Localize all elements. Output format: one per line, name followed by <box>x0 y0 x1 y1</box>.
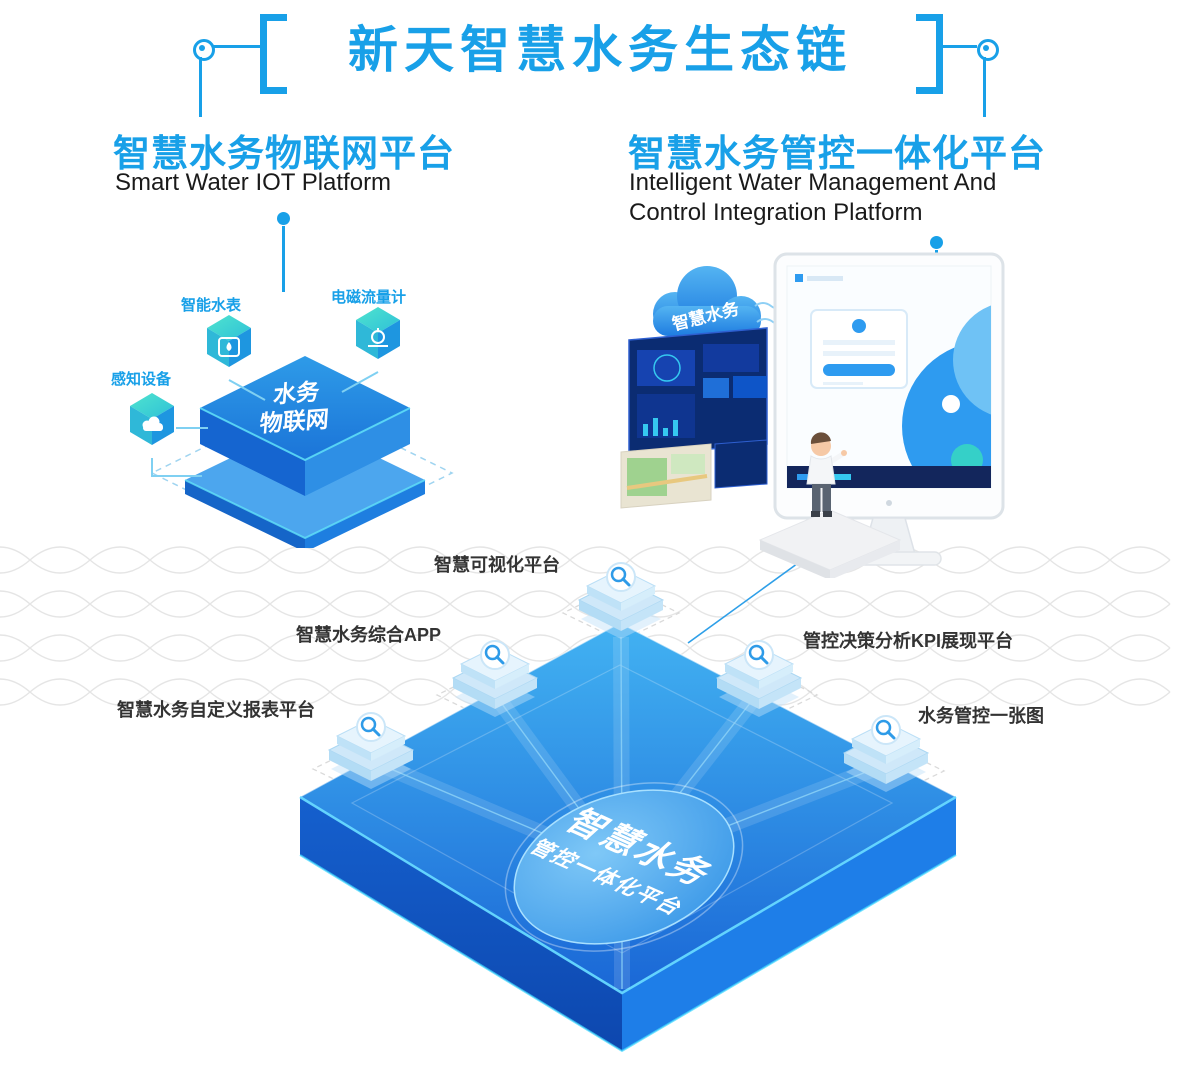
title-connector-hline-right <box>937 45 977 48</box>
title-bracket-right <box>916 14 943 94</box>
monitor-brand-dot <box>886 500 892 506</box>
dashboard-panels <box>620 327 768 509</box>
center-circle <box>513 789 735 945</box>
center-circle-outer-ring <box>504 782 744 952</box>
title-connector-dot-right <box>977 39 999 61</box>
iot-illustration: 水务 物联网 <box>130 307 454 548</box>
cloud: 智慧水务 <box>653 266 761 336</box>
iot-connector-lines <box>151 371 379 477</box>
left-section-vline <box>282 226 285 292</box>
management-illustration: 智慧水务 <box>620 252 1005 578</box>
background-wave-pattern <box>0 546 1171 706</box>
title-connector-vline-left <box>199 57 202 117</box>
flow-meter-cube <box>356 307 400 359</box>
screen-logo <box>795 274 803 282</box>
platform-front-edge-glow <box>299 795 957 995</box>
sensor-cloud-icon <box>142 416 163 431</box>
bottom-platform-illustration: 智慧水务 管控一体化平台 <box>299 552 957 1053</box>
person-figure <box>806 432 847 517</box>
right-section-subheading-line1: Intelligent Water Management And <box>629 169 997 196</box>
device-label-smart-meter: 智能水表 <box>181 297 242 314</box>
login-card <box>810 309 908 389</box>
login-button <box>823 364 895 376</box>
left-section-subheading: Smart Water IOT Platform <box>115 169 392 196</box>
platform-bottom-edge-glow <box>299 854 957 1053</box>
right-section-heading: 智慧水务管控一体化平台 <box>628 133 1046 174</box>
monitor-to-platform-connector <box>687 552 813 644</box>
node-label-app: 智慧水务综合APP <box>296 625 442 645</box>
platform-right-face <box>622 797 956 1051</box>
platform-left-face <box>300 797 622 1051</box>
node-label-kpi: 管控决策分析KPI展现平台 <box>803 631 1014 651</box>
screen-bottom-bar <box>787 466 991 488</box>
page-title: 新天智慧水务生态链 <box>348 22 852 78</box>
device-label-flow-meter: 电磁流量计 <box>331 289 407 306</box>
right-section-subheading-line2: Control Integration Platform <box>629 199 923 226</box>
iot-platform-label: 水务 物联网 <box>259 378 330 437</box>
title-connector-dot-left <box>193 39 215 61</box>
sensor-cube <box>130 393 174 445</box>
iot-platform-label-line1: 水务 <box>272 378 321 407</box>
device-label-sensor: 感知设备 <box>111 371 172 388</box>
node-label-visualization: 智慧可视化平台 <box>434 555 560 575</box>
left-section-heading: 智慧水务物联网平台 <box>113 133 455 174</box>
person-group <box>758 432 902 578</box>
wave-lines <box>0 546 1171 706</box>
flow-meter-icon <box>368 328 388 347</box>
title-connector-vline-right <box>983 57 986 117</box>
smart-meter-cube <box>207 315 251 367</box>
left-section-dot <box>277 212 290 225</box>
screen-content <box>787 274 991 488</box>
title-connector-hline-left <box>212 45 260 48</box>
iot-platform-box: 水务 物联网 <box>199 356 411 496</box>
node-label-report: 智慧水务自定义报表平台 <box>117 700 315 720</box>
water-meter-icon <box>218 337 240 357</box>
title-bracket-left <box>260 14 287 94</box>
iot-platform-label-line2: 物联网 <box>259 406 330 437</box>
node-label-map: 水务管控一张图 <box>918 706 1044 726</box>
right-section-dot <box>930 236 943 249</box>
